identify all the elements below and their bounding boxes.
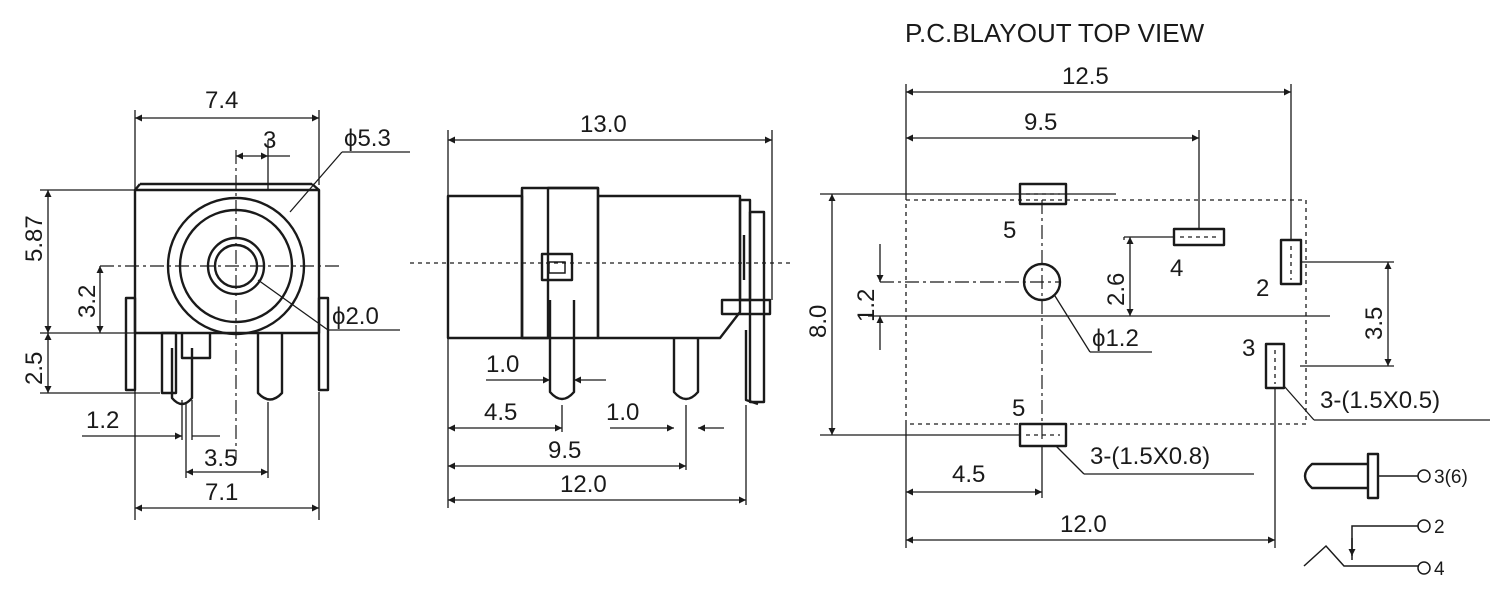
pad-label-4: 4 (1170, 255, 1183, 282)
pin-schematic: 3(6) 2 4 (1303, 452, 1468, 580)
dim-front-width-bottom: 7.1 (205, 479, 238, 506)
schematic-pin-3-6: 3(6) (1434, 467, 1468, 488)
dim-side-length-13-0: 13.0 (580, 111, 627, 138)
dim-side-length-12-0: 12.0 (560, 471, 607, 498)
dim-dia-2-0: ϕ2.0 (332, 303, 379, 330)
pad-label-3: 3 (1242, 335, 1255, 362)
dim-pad-size-a: 3-(1.5X0.5) (1320, 387, 1440, 414)
pcb-layout-view: P.C.BLAYOUT TOP VIEW 5 4 2 3 5 12.5 9.5 (805, 18, 1490, 548)
pcb-outline (905, 199, 1307, 425)
pcb-title: P.C.BLAYOUT TOP VIEW (905, 18, 1205, 48)
dim-pcb-height-8-0: 8.0 (805, 305, 832, 338)
front-pin-right (256, 333, 284, 401)
pad-label-2: 2 (1256, 275, 1269, 302)
dim-side-pin-1-0-b: 1.0 (606, 399, 639, 426)
dim-pcb-width-12-0: 12.0 (1060, 511, 1107, 538)
dim-hole-dia-1-2: ϕ1.2 (1092, 325, 1139, 352)
dim-pin-1-2: 1.2 (86, 407, 119, 434)
dim-side-pos-9-5: 9.5 (548, 437, 581, 464)
dim-pcb-width-12-5: 12.5 (1062, 63, 1109, 90)
dim-side-pin-1-0-a: 1.0 (486, 351, 519, 378)
side-pin-rear (672, 338, 700, 401)
dim-pcb-offset-1-2: 1.2 (853, 289, 880, 322)
side-nose (446, 194, 524, 340)
dim-front-width-top: 7.4 (205, 87, 238, 114)
dim-dia-5-3: ϕ5.3 (344, 125, 391, 152)
pad-label-5-top: 5 (1003, 217, 1016, 244)
dim-height-5-87: 5.87 (21, 215, 48, 262)
pad-label-5-bottom: 5 (1012, 395, 1025, 422)
dim-pcb-pos-4-5: 4.5 (952, 461, 985, 488)
dim-pcb-offset-2-6: 2.6 (1103, 273, 1130, 306)
dim-height-3-2: 3.2 (74, 285, 101, 318)
front-view: 7.4 3 ϕ5.3 ϕ2.0 5.87 3.2 2.5 1.2 3.5 7.1 (21, 87, 410, 520)
schematic-pin-4: 4 (1434, 559, 1445, 580)
schematic-pin-2: 2 (1434, 517, 1445, 538)
dim-side-pos-4-5: 4.5 (484, 399, 517, 426)
front-pin-left (160, 331, 178, 395)
switch-contact-symbol (1303, 544, 1418, 567)
dim-height-2-5: 2.5 (21, 352, 48, 385)
plug-tip-symbol (1303, 462, 1368, 490)
dim-pad-size-b: 3-(1.5X0.8) (1090, 443, 1210, 470)
dim-front-offset-3: 3 (263, 127, 276, 154)
dim-pcb-offset-3-5: 3.5 (1361, 307, 1388, 340)
dim-pcb-pos-9-5: 9.5 (1024, 109, 1057, 136)
side-view: 13.0 1.0 4.5 1.0 9.5 12.0 (410, 111, 790, 508)
dim-pin-3-5: 3.5 (204, 445, 237, 472)
side-pin-front (548, 300, 576, 401)
